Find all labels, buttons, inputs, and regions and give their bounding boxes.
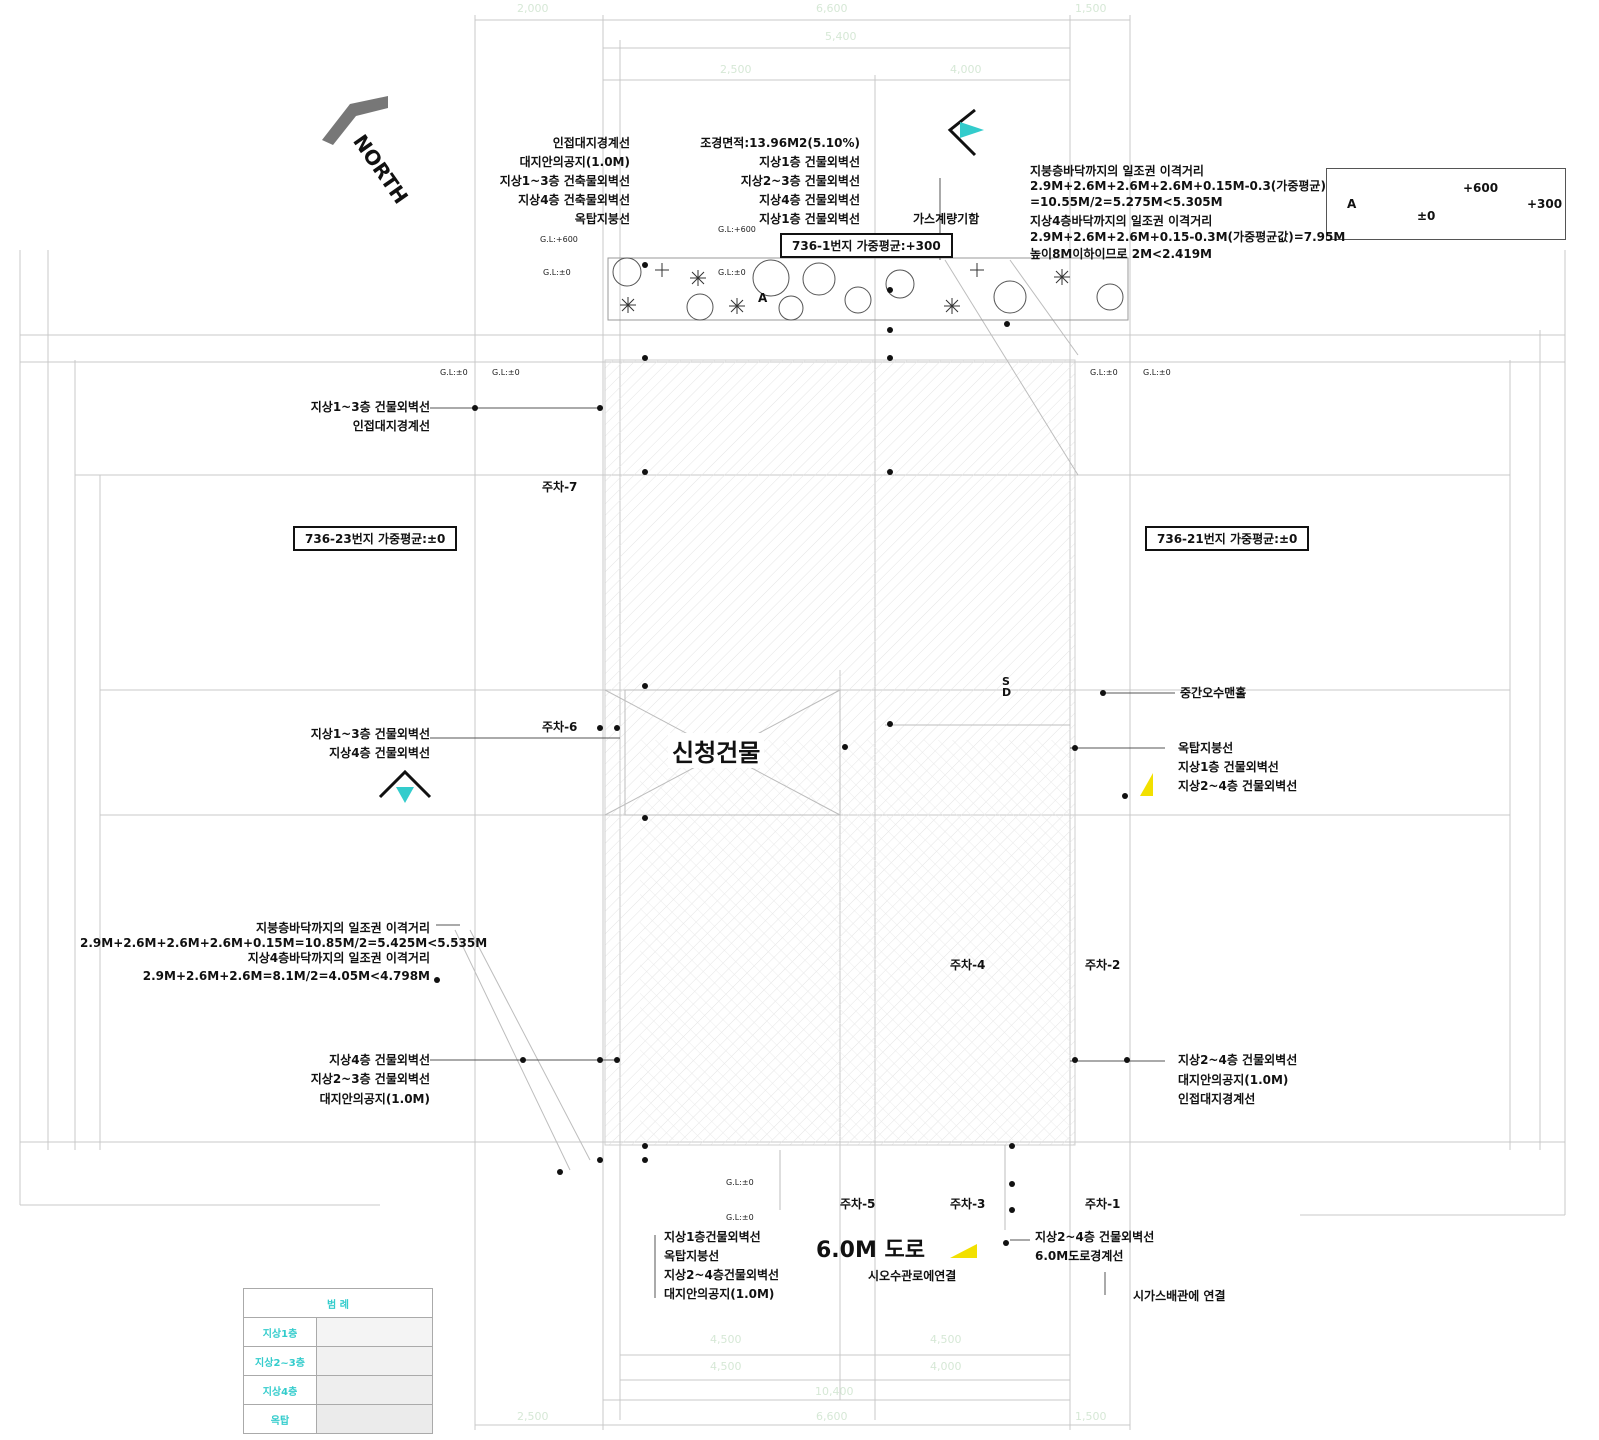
parking-5: 주차-5 [840,1197,876,1211]
gas-meter-label: 가스계량기함 [913,212,980,226]
table-a-label: A [1347,197,1357,211]
dim-bottom-3: 4,500 [710,1360,742,1373]
dim-bottom-4: 4,000 [930,1360,962,1373]
landscape-a-label: A [758,291,768,305]
right-mid-label-3: 지상2~4층 건물외벽선 [1178,779,1298,793]
legend-swatch-2 [316,1346,433,1376]
dim-bottom-7: 6,600 [816,1410,848,1423]
top-left-label-5: 옥탑지붕선 [574,212,630,226]
parking-3: 주차-3 [950,1197,986,1211]
bottom-right-label-1: 지상2~4층 건물외벽선 [1035,1230,1155,1244]
manhole-label: 중간오수맨홀 [1180,686,1247,700]
gl-mark-8: G.L:±0 [1143,368,1171,377]
bottom-center-label-3: 지상2~4층건물외벽선 [664,1268,780,1282]
bottom-center-label-2: 옥탑지붕선 [664,1249,720,1263]
left-bottom-label-1: 지상4층 건물외벽선 [329,1053,430,1067]
gas-pipe-label: 시가스배관에 연결 [1133,1289,1226,1303]
sd-mark: S D [1002,675,1012,699]
top-mid-label-2: 지상1층 건물외벽선 [759,155,860,169]
left-bottom-label-2: 지상2~3층 건물외벽선 [310,1072,430,1086]
top-left-label-2: 대지안의공지(1.0M) [519,155,630,169]
gl-mark-5: G.L:±0 [440,368,468,377]
top-mid-label-5: 지상1층 건물외벽선 [759,212,860,226]
bottom-center-label-1: 지상1층건물외벽선 [664,1230,761,1244]
bottom-center-label-4: 대지안의공지(1.0M) [664,1287,775,1301]
top-mid-label-3: 지상2~3층 건물외벽선 [740,174,860,188]
right-mid-label-2: 지상1층 건물외벽선 [1178,760,1279,774]
left-mid2-label-1: 지상1~3층 건물외벽선 [310,727,430,741]
dim-bottom-1: 4,500 [710,1333,742,1346]
legend-header: 범 례 [243,1288,433,1318]
legend-swatch-3 [316,1375,433,1405]
gl-mark-10: G.L:±0 [726,1213,754,1222]
right-note-4: 지상4층바닥까지의 일조권 이격거리 [1030,214,1213,228]
left-note-3: 지상4층바닥까지의 일조권 이격거리 [247,951,430,965]
gl-mark-9: G.L:±0 [726,1178,754,1187]
right-bottom-label-1: 지상2~4층 건물외벽선 [1178,1053,1298,1067]
left-mid1-label-2: 인접대지경계선 [352,419,430,433]
left-bottom-label-3: 대지안의공지(1.0M) [319,1092,430,1106]
right-note-2: 2.9M+2.6M+2.6M+2.6M+0.15M-0.3(가중평균) [1030,179,1326,193]
lot-736-1-box: 736-1번지 가중평균:+300 [780,233,953,258]
table-a-plus300: +300 [1527,197,1563,211]
dim-bottom-2: 4,500 [930,1333,962,1346]
top-left-label-1: 인접대지경계선 [552,136,630,150]
dim-bottom-6: 2,500 [517,1410,549,1423]
parking-4: 주차-4 [950,958,986,972]
gl-mark-7: G.L:±0 [1090,368,1118,377]
dim-bottom-8: 1,500 [1075,1410,1107,1423]
right-note-1: 지붕층바닥까지의 일조권 이격거리 [1030,164,1204,178]
legend-table: 범 례 지상1층 지상2~3층 지상4층 옥탑 [243,1288,433,1434]
dim-top-1: 2,000 [517,2,549,15]
table-a-plus600: +600 [1463,181,1499,195]
parking-1: 주차-1 [1085,1197,1121,1211]
gl-mark-1: G.L:+600 [540,235,578,244]
dim-top-6: 4,000 [950,63,982,76]
right-note-5: 2.9M+2.6M+2.6M+0.15-0.3M(가중평균값)=7.95M [1030,230,1346,244]
dim-top-5: 2,500 [720,63,752,76]
dim-bottom-5: 10,400 [815,1385,854,1398]
left-mid1-label-1: 지상1~3층 건물외벽선 [310,400,430,414]
road-label: 6.0M 도로 [816,1238,926,1263]
legend-swatch-4 [316,1404,433,1434]
right-note-3: =10.55M/2=5.275M<5.305M [1030,195,1223,209]
right-bottom-label-2: 대지안의공지(1.0M) [1178,1073,1289,1087]
left-note-2: 2.9M+2.6M+2.6M+2.6M+0.15M=10.85M/2=5.425… [80,936,488,950]
dim-top-3: 1,500 [1075,2,1107,15]
legend-row-2: 지상2~3층 [243,1346,317,1376]
top-left-label-3: 지상1~3층 건축물외벽선 [499,174,630,188]
right-mid-label-1: 옥탑지붕선 [1178,741,1234,755]
left-note-4: 2.9M+2.6M+2.6M=8.1M/2=4.05M<4.798M [142,969,430,983]
top-left-label-4: 지상4층 건축물외벽선 [518,193,630,207]
parking-7: 주차-7 [542,480,578,494]
legend-row-3: 지상4층 [243,1375,317,1405]
lot-736-21-box: 736-21번지 가중평균:±0 [1145,526,1310,551]
legend-row-1: 지상1층 [243,1317,317,1347]
right-note-6: 높이8M이하이므로 2M<2.419M [1030,247,1212,261]
legend-swatch-1 [316,1317,433,1347]
building-label: 신청건물 [668,733,765,768]
gl-mark-2: G.L:±0 [543,268,571,277]
left-note-1: 지붕층바닥까지의 일조권 이격거리 [256,921,430,935]
top-mid-label-1: 조경면적:13.96M2(5.10%) [700,136,860,150]
left-mid2-label-2: 지상4층 건물외벽선 [329,746,430,760]
legend-row-4: 옥탑 [243,1404,317,1434]
parking-2: 주차-2 [1085,958,1121,972]
lot-736-23-box: 736-23번지 가중평균:±0 [293,526,458,551]
bottom-right-label-2: 6.0M도로경계선 [1035,1249,1124,1263]
top-mid-label-4: 지상4층 건물외벽선 [759,193,860,207]
gl-mark-6: G.L:±0 [492,368,520,377]
parking-6: 주차-6 [542,720,578,734]
right-bottom-label-3: 인접대지경계선 [1178,1092,1256,1106]
dim-top-2: 6,600 [816,2,848,15]
sewer-label: 시오수관로에연결 [868,1269,957,1283]
table-a-pm0: ±0 [1417,209,1436,223]
dim-top-4: 5,400 [825,30,857,43]
level-table: A +600 ±0 +300 [1326,168,1566,240]
gl-mark-4: G.L:±0 [718,268,746,277]
gl-mark-3: G.L:+600 [718,225,756,234]
